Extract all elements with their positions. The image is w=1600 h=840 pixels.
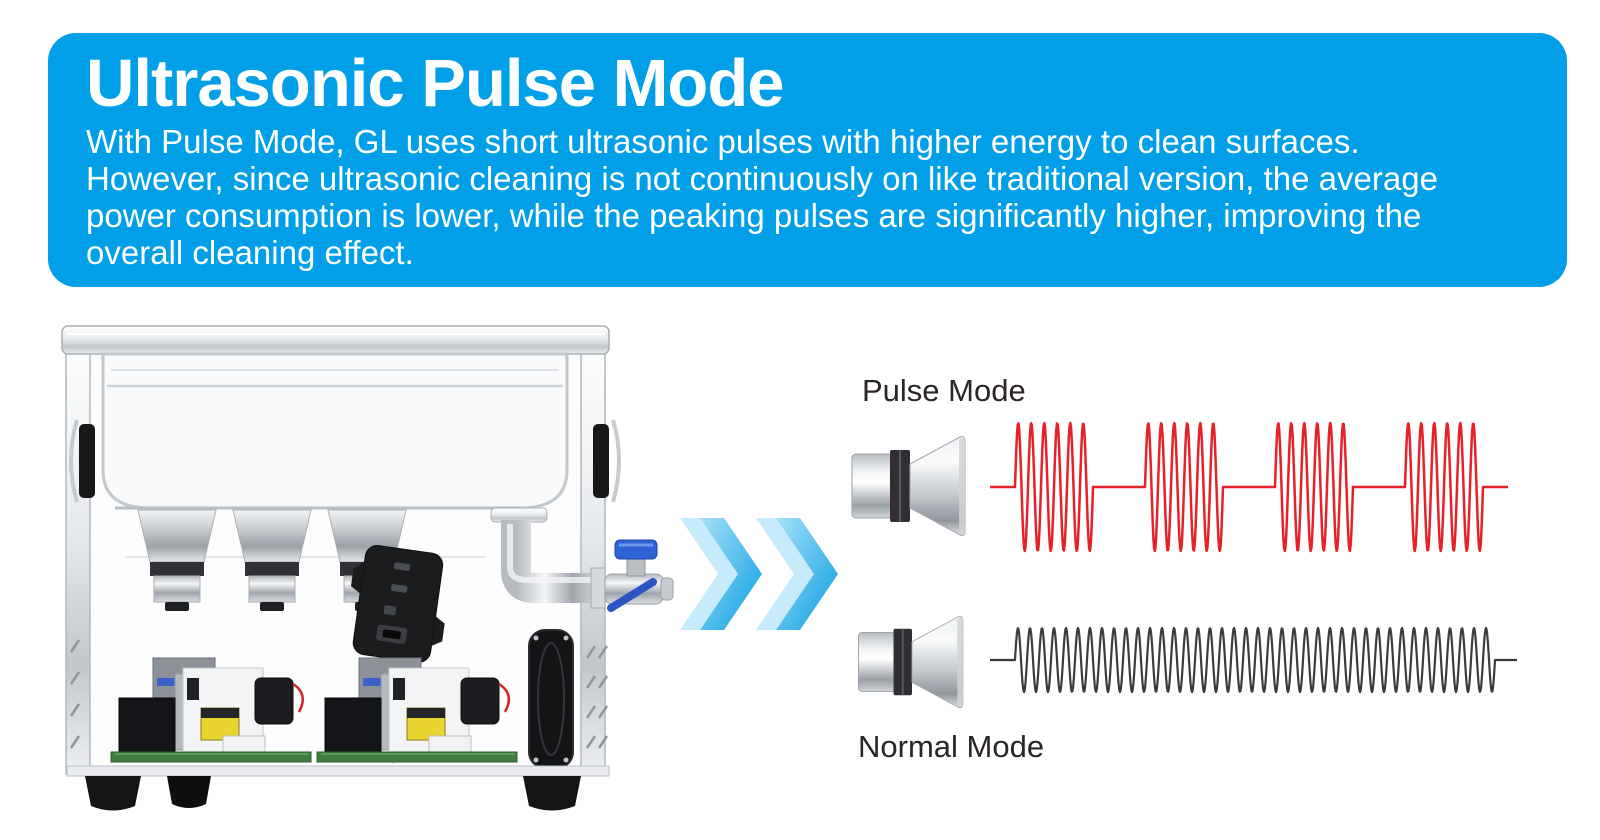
- right-frame: [580, 335, 606, 775]
- base-rail: [66, 765, 610, 777]
- tank-top-rim: [61, 325, 610, 355]
- normal-mode-waveform: [990, 626, 1517, 694]
- double-chevron-right-icon: [680, 518, 838, 630]
- left-frame: [65, 335, 91, 775]
- page-title: Ultrasonic Pulse Mode: [86, 46, 785, 121]
- right-handle: [593, 424, 609, 498]
- header-banner: Ultrasonic Pulse Mode With Pulse Mode, G…: [48, 33, 1567, 287]
- transducer-icon: [851, 436, 966, 536]
- banner-description-line: overall cleaning effect.: [86, 234, 414, 271]
- generator-board: [110, 657, 518, 763]
- transducer-icon: [858, 615, 964, 709]
- power-inlet-socket: [350, 545, 445, 663]
- pulse-mode-label: Pulse Mode: [862, 373, 1026, 408]
- cleaning-tank: [101, 352, 569, 510]
- cooling-fan: [528, 629, 574, 769]
- ultrasonic-cleaner-cutaway-illustration: [61, 325, 674, 811]
- rubber-feet: [85, 776, 581, 811]
- banner-description-line: However, since ultrasonic cleaning is no…: [86, 160, 1438, 197]
- vent-slits: [69, 639, 609, 749]
- valve-handle-blue: [614, 539, 658, 560]
- drain-valve-assembly: [490, 507, 674, 612]
- valve-lever: [607, 578, 657, 612]
- banner-description-line: power consumption is lower, while the pe…: [86, 197, 1422, 234]
- banner-description: With Pulse Mode, GL uses short ultrasoni…: [86, 123, 1438, 271]
- normal-mode-label: Normal Mode: [858, 729, 1045, 764]
- pulse-mode-waveform: [990, 421, 1508, 553]
- banner-description-line: With Pulse Mode, GL uses short ultrasoni…: [86, 123, 1360, 160]
- left-handle: [79, 424, 95, 498]
